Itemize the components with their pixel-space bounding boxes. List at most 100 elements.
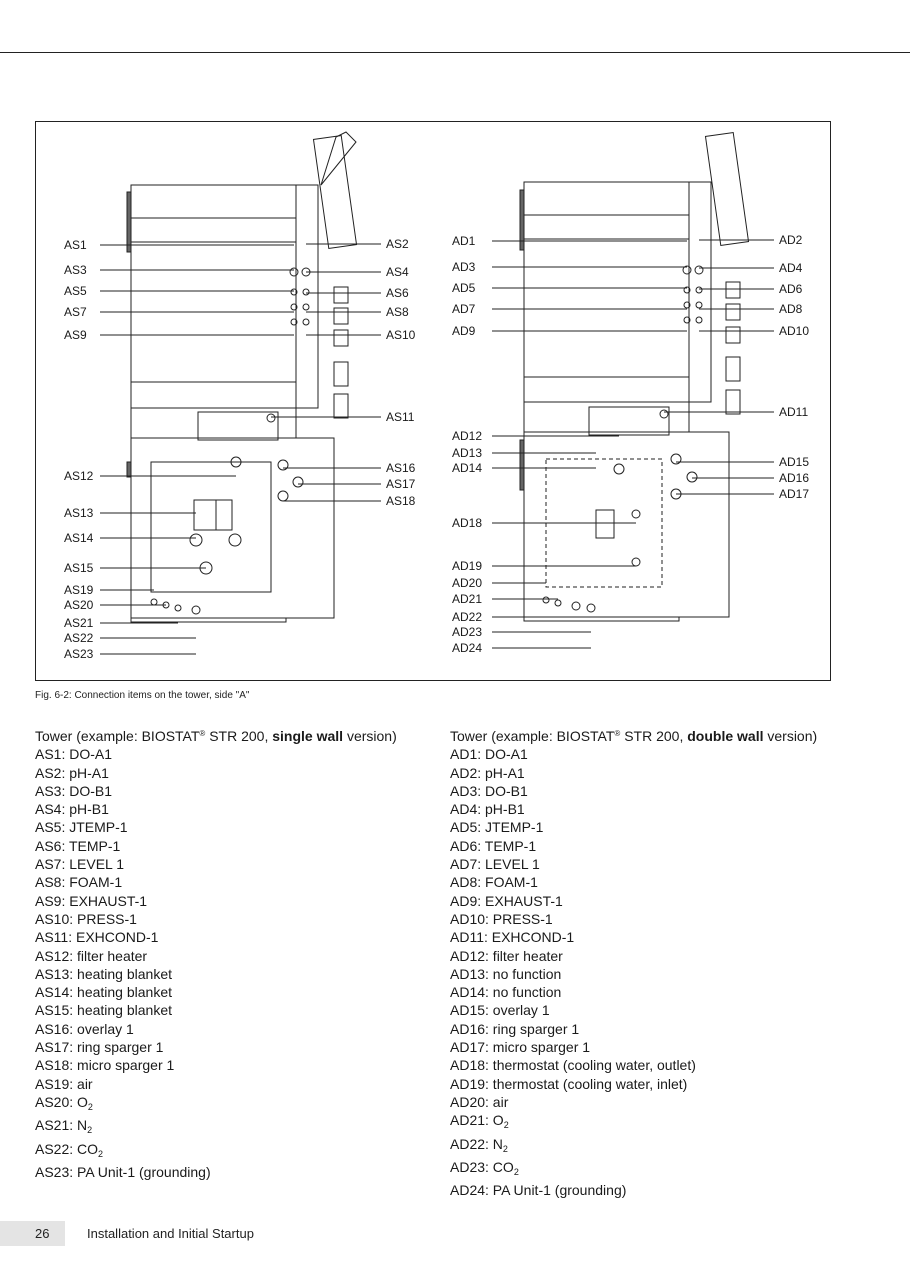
footer-page-box (0, 1221, 65, 1246)
legend-item-label: AS19: air (35, 1075, 93, 1092)
callout-label: AS19 (64, 583, 94, 597)
legend-item-label: AS18: micro sparger 1 (35, 1057, 175, 1074)
figure-caption: Fig. 6-2: Connection items on the tower,… (35, 690, 250, 701)
legend-item-label: AD13: no function (450, 965, 562, 982)
header-rule (0, 52, 910, 53)
callout-label: AD10 (779, 324, 809, 338)
callout-label: AD14 (452, 461, 482, 475)
legend-item-label: AD22: N (450, 1135, 503, 1152)
callout-label: AD22 (452, 610, 482, 624)
callout-label: AD7 (452, 302, 476, 316)
legend-item: AD4: pH-B1 (450, 800, 850, 818)
legend-item: AD19: thermostat (cooling water, inlet) (450, 1075, 850, 1093)
legend-item: AD11: EXHCOND-1 (450, 928, 850, 946)
legend-item: AS7: LEVEL 1 (35, 855, 435, 873)
callout-label: AS10 (386, 328, 416, 342)
legend-item: AS23: PA Unit-1 (grounding) (35, 1163, 435, 1181)
legend-item: AS16: overlay 1 (35, 1020, 435, 1038)
legend-item-label: AD1: DO-A1 (450, 746, 528, 763)
legend-item-label: AS17: ring sparger 1 (35, 1039, 164, 1056)
callout-label: AS16 (386, 461, 416, 475)
legend-item: AS13: heating blanket (35, 965, 435, 983)
callout-label: AD13 (452, 446, 482, 460)
legend-item-label: AD9: EXHAUST-1 (450, 892, 563, 909)
legend-item-label: AS6: TEMP-1 (35, 837, 121, 854)
legend-item: AS14: heating blanket (35, 983, 435, 1001)
legend-item-label: AD20: air (450, 1093, 509, 1110)
legend-item-label: AS2: pH-A1 (35, 764, 109, 781)
legend-item-label: AS9: EXHAUST-1 (35, 892, 148, 909)
callout-label: AD5 (452, 281, 476, 295)
callout-label: AD12 (452, 429, 482, 443)
legend-item: AS9: EXHAUST-1 (35, 892, 435, 910)
legend-item: AD12: filter heater (450, 947, 850, 965)
callout-label: AD18 (452, 516, 482, 530)
legend-item: AS8: FOAM-1 (35, 873, 435, 891)
legend-item-label: AD8: FOAM-1 (450, 874, 538, 891)
legend-item: AD21: O2 (450, 1111, 850, 1134)
callout-label: AD2 (779, 233, 803, 247)
legend-item-label: AD16: ring sparger 1 (450, 1020, 580, 1037)
legend-item: AS18: micro sparger 1 (35, 1056, 435, 1074)
heading-bold: single wall (272, 728, 344, 744)
legend-item-label: AD3: DO-B1 (450, 782, 528, 799)
legend-item-label: AD5: JTEMP-1 (450, 819, 544, 836)
legend-item-label: AS4: pH-B1 (35, 801, 109, 818)
callout-label: AS9 (64, 328, 87, 342)
legend-item-label: AS23: PA Unit-1 (grounding) (35, 1163, 211, 1180)
callout-label: AS13 (64, 506, 94, 520)
heading-prefix: Tower (example: BIOSTAT (35, 728, 200, 744)
legend-item: AD20: air (450, 1093, 850, 1111)
legend-item: AD13: no function (450, 965, 850, 983)
double-wall-legend: Tower (example: BIOSTAT® STR 200, double… (450, 725, 850, 1199)
callout-label: AS7 (64, 305, 87, 319)
page-number: 26 (35, 1226, 50, 1241)
legend-item-label: AD15: overlay 1 (450, 1002, 550, 1019)
callout-label: AS5 (64, 284, 87, 298)
legend-item-label: AD2: pH-A1 (450, 764, 525, 781)
legend-item: AS21: N2 (35, 1116, 435, 1139)
legend-item: AD1: DO-A1 (450, 745, 850, 763)
callout-label: AD19 (452, 559, 482, 573)
legend-item: AD9: EXHAUST-1 (450, 892, 850, 910)
double-wall-heading: Tower (example: BIOSTAT® STR 200, double… (450, 725, 850, 745)
legend-item-label: AS11: EXHCOND-1 (35, 929, 159, 946)
legend-item: AS4: pH-B1 (35, 800, 435, 818)
callout-label: AD4 (779, 261, 803, 275)
legend-item-subscript: 2 (503, 1120, 509, 1131)
legend-item-subscript: 2 (502, 1143, 508, 1154)
legend-item-subscript: 2 (87, 1125, 93, 1136)
legend-item-label: AD4: pH-B1 (450, 801, 525, 818)
callout-label: AS14 (64, 531, 94, 545)
legend-item: AS22: CO2 (35, 1140, 435, 1163)
legend-item: AS15: heating blanket (35, 1001, 435, 1019)
legend-item-label: AS14: heating blanket (35, 984, 172, 1001)
legend-item-label: AD12: filter heater (450, 947, 563, 964)
dw-lower-cabinet (523, 431, 730, 618)
callout-label: AD6 (779, 282, 803, 296)
callout-label: AD21 (452, 592, 482, 606)
single-wall-legend: Tower (example: BIOSTAT® STR 200, single… (35, 725, 435, 1181)
legend-item-label: AD19: thermostat (cooling water, inlet) (450, 1075, 688, 1092)
callout-label: AS3 (64, 263, 87, 277)
legend-item-label: AS16: overlay 1 (35, 1020, 134, 1037)
legend-item: AD24: PA Unit-1 (grounding) (450, 1181, 850, 1199)
legend-item: AS19: air (35, 1075, 435, 1093)
legend-item: AD8: FOAM-1 (450, 873, 850, 891)
legend-item: AS1: DO-A1 (35, 745, 435, 763)
legend-item: AD2: pH-A1 (450, 764, 850, 782)
legend-item: AS17: ring sparger 1 (35, 1038, 435, 1056)
legend-item: AS3: DO-B1 (35, 782, 435, 800)
callout-label: AS17 (386, 477, 416, 491)
callout-label: AS20 (64, 598, 94, 612)
legend-item: AD7: LEVEL 1 (450, 855, 850, 873)
legend-item-label: AD17: micro sparger 1 (450, 1039, 591, 1056)
legend-item: AS5: JTEMP-1 (35, 818, 435, 836)
legend-item: AD22: N2 (450, 1135, 850, 1158)
legend-item-label: AD21: O (450, 1112, 504, 1129)
callout-label: AD17 (779, 487, 809, 501)
single-wall-heading: Tower (example: BIOSTAT® STR 200, single… (35, 725, 435, 745)
heading-model: STR 200, (620, 728, 688, 744)
